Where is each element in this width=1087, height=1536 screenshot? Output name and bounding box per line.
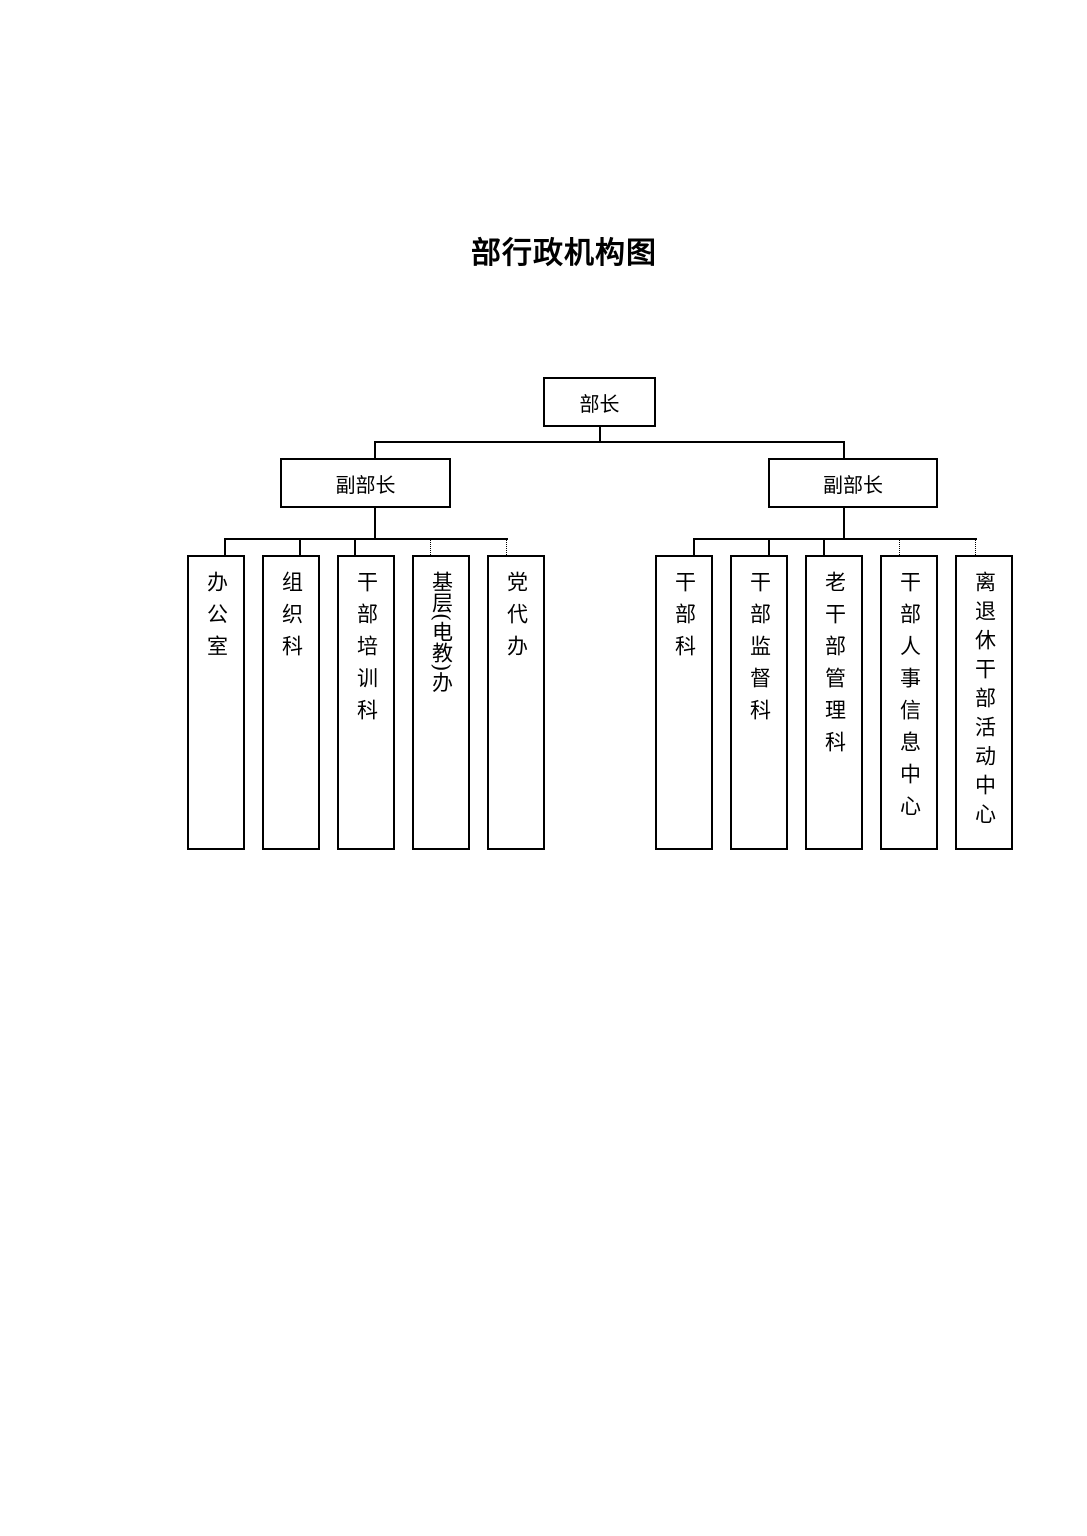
connector-right-unit-1	[693, 538, 695, 556]
unit-label: 干部培训科	[354, 571, 379, 731]
unit-box-organization: 组织科	[262, 555, 320, 850]
unit-box-retiree-center: 离退休干部活动中心	[955, 555, 1013, 850]
connector-right-unit-5	[975, 540, 976, 555]
unit-label: 干部科	[672, 571, 697, 667]
unit-label: 干部人事信息中心	[897, 571, 922, 827]
deputy-minister-label-left: 副部长	[335, 472, 396, 497]
unit-label: 基层(电教)办	[429, 571, 454, 693]
connector-left-unit-3	[354, 538, 356, 556]
deputy-minister-box-right: 副部长	[768, 458, 938, 508]
unit-label: 离退休干部活动中心	[972, 571, 997, 832]
connector-right-unit-3	[823, 538, 825, 556]
connector-deputies-bar	[374, 441, 845, 443]
deputy-minister-label-right: 副部长	[823, 472, 883, 497]
connector-deputy-left	[374, 441, 376, 459]
unit-box-grassroots: 基层(电教)办	[412, 555, 470, 850]
connector-right-unit-4	[899, 540, 900, 555]
unit-box-party-congress: 党代办	[487, 555, 545, 850]
connector-left-down	[374, 508, 376, 540]
unit-box-training: 干部培训科	[337, 555, 395, 850]
connector-right-bar	[693, 538, 977, 540]
deputy-minister-box-left: 副部长	[280, 458, 451, 508]
unit-box-office: 办公室	[187, 555, 245, 850]
connector-root-down	[599, 427, 601, 442]
connector-right-down	[843, 508, 845, 540]
unit-label: 组织科	[279, 571, 304, 667]
connector-left-unit-2	[299, 538, 301, 556]
minister-box: 部长	[543, 377, 656, 427]
unit-box-cadre: 干部科	[655, 555, 713, 850]
connector-left-bar	[224, 538, 508, 540]
unit-label: 办公室	[204, 571, 229, 667]
connector-left-unit-1	[224, 538, 226, 556]
page-title: 部行政机构图	[471, 236, 657, 271]
connector-left-unit-4	[430, 540, 431, 555]
unit-box-veteran: 老干部管理科	[805, 555, 863, 850]
unit-label: 党代办	[504, 571, 529, 667]
minister-label: 部长	[579, 391, 620, 416]
connector-right-unit-2	[768, 538, 770, 556]
connector-left-unit-5	[506, 540, 507, 555]
connector-deputy-right	[843, 441, 845, 459]
unit-box-info-center: 干部人事信息中心	[880, 555, 938, 850]
unit-label: 干部监督科	[747, 571, 772, 731]
unit-box-supervision: 干部监督科	[730, 555, 788, 850]
unit-label: 老干部管理科	[822, 571, 847, 763]
